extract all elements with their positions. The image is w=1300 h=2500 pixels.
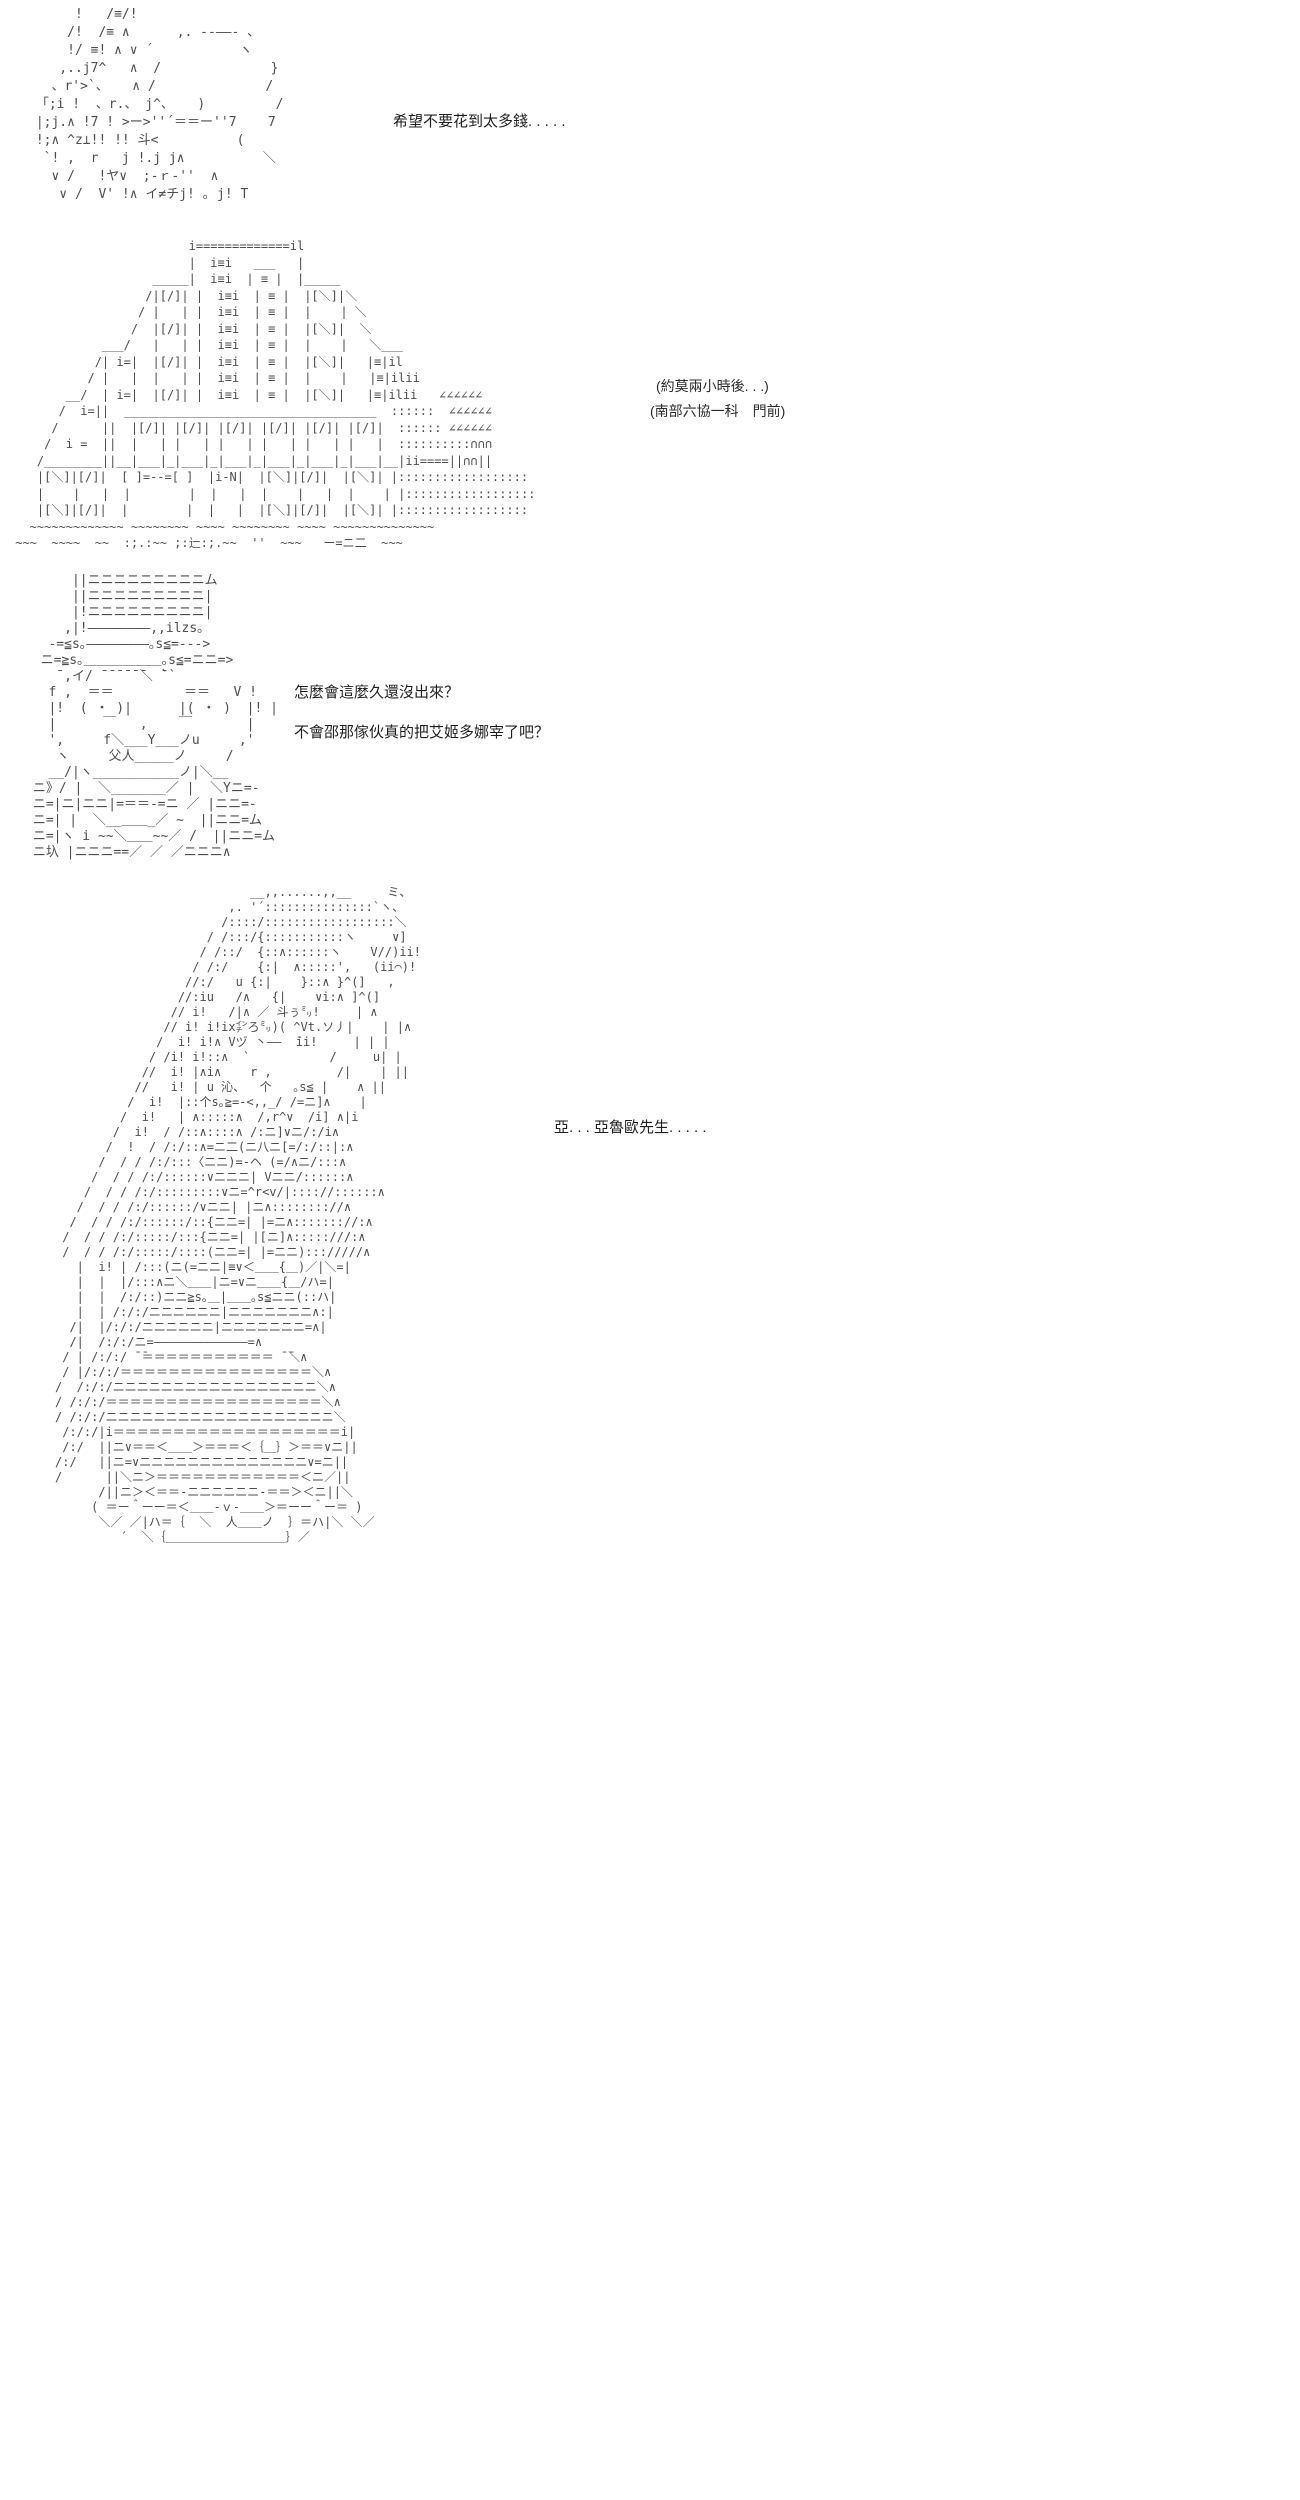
- dialogue-line-4: 怎麼會這麼久還沒出來？: [294, 684, 460, 701]
- ascii-art-panel-1-creature: ! /≡/! /! /≡ ∧ ,. -‐――- 、 !/ ≡! ∧ ∨ ´ ヽ …: [35, 7, 284, 202]
- dialogue-line-5: 不會邵那傢伙真的把艾姬多娜宰了吧？: [294, 724, 550, 741]
- dialogue-line-2-time-caption: (約莫兩小時後. . .): [656, 378, 769, 394]
- dialogue-line-3-place-caption: (南部六協一科 門前): [650, 403, 786, 419]
- ascii-art-panel-4-long-haired-character: __,,......,,__ ミ、 ,. '´:::::::::::::::`ヽ…: [55, 885, 422, 1544]
- dialogue-line-6: 亞. . . 亞魯歐先生. . . . .: [554, 1119, 707, 1136]
- ascii-art-panel-3-hat-character: ||ニニニニニニニニニム ||ニニニニニニニニニ| |!ニニニニニニニニニ| ,…: [32, 573, 278, 860]
- dialogue-line-1: 希望不要花到太多錢. . . . .: [393, 113, 566, 130]
- ascii-art-panel-2-building: i=============il | i≡i ___ | _____| i≡i …: [15, 239, 536, 550]
